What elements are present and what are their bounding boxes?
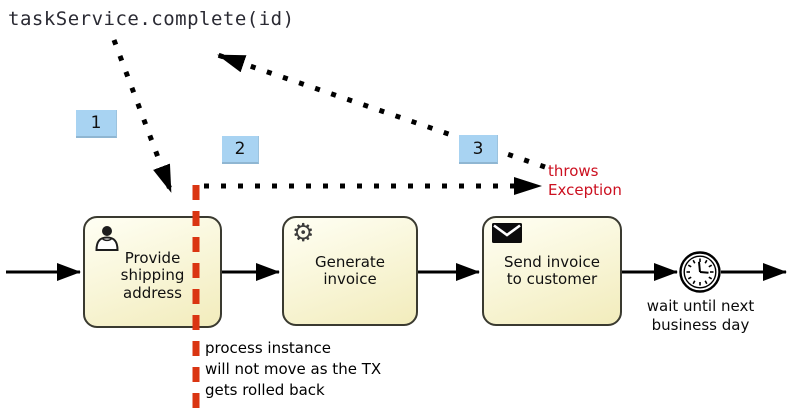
- rollback-note-line: will not move as the TX: [205, 360, 382, 378]
- clock-hands: [698, 261, 709, 274]
- task-label-line: Send invoice: [504, 252, 600, 271]
- task-label-line: address: [123, 283, 182, 302]
- gear-icon: ⚙: [292, 218, 315, 247]
- timer-label-line: business day: [651, 316, 750, 334]
- task-provide-shipping-address: Provide shipping address: [83, 216, 222, 328]
- throws-exception-line: throws: [548, 162, 599, 180]
- rollback-note-line: gets rolled back: [205, 381, 325, 399]
- step-badge-2: 2: [222, 136, 259, 164]
- code-annotation: taskService.complete(id): [8, 8, 295, 30]
- envelope-icon: [492, 223, 522, 248]
- timer-event: [677, 249, 723, 299]
- task-label-line: shipping: [120, 266, 185, 285]
- task-label-line: Provide: [124, 248, 181, 267]
- dotted-arrow-complete-call: [111, 39, 174, 193]
- timer-label: wait until next business day: [618, 297, 783, 335]
- step-badge-3: 3: [459, 135, 498, 164]
- clock-ticks: [686, 258, 714, 286]
- throws-exception-label: throws Exception: [548, 162, 622, 200]
- throws-exception-line: Exception: [548, 181, 622, 199]
- task-label-line: to customer: [506, 270, 598, 288]
- step-badge-1: 1: [76, 110, 117, 138]
- rollback-note-line: process instance: [205, 339, 331, 357]
- rollback-note: process instance will not move as the TX…: [205, 338, 381, 401]
- task-send-invoice-to-customer: Send invoice to customer: [482, 216, 622, 326]
- task-label-line: Generate: [314, 252, 386, 271]
- task-label-line: invoice: [323, 270, 377, 288]
- timer-label-line: wait until next: [646, 297, 755, 315]
- user-icon: [93, 223, 121, 258]
- task-generate-invoice: ⚙ Generate invoice: [282, 216, 418, 326]
